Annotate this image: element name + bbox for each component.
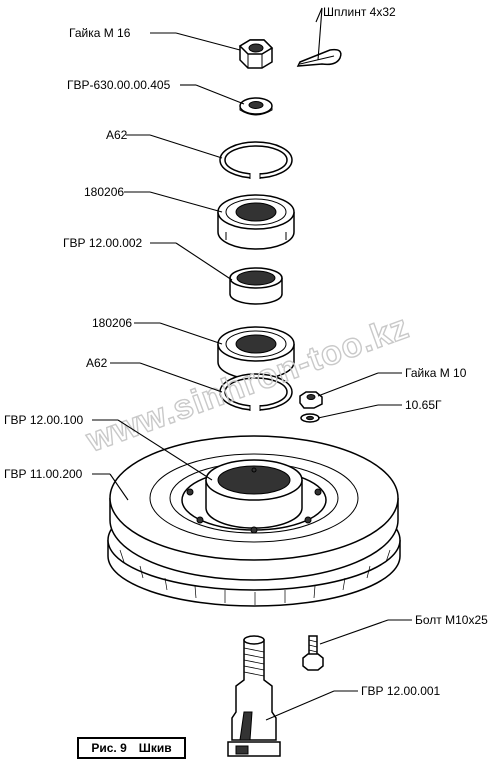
label-ring-a62-bottom: А62: [86, 356, 108, 370]
label-hub-100: ГВР 12.00.100: [4, 413, 84, 427]
label-ring-a62-top: А62: [106, 128, 128, 142]
label-cotter-pin: Шплинт 4х32: [323, 5, 396, 19]
figure-caption: Рис. 9 Шкив: [77, 737, 186, 759]
label-bushing-002: ГВР 12.00.002: [63, 236, 143, 250]
label-nut-m16: Гайка М 16: [69, 26, 131, 40]
figure-number: Рис. 9: [91, 741, 127, 755]
figure-title: Шкив: [138, 741, 172, 755]
bearing-bottom-part: [217, 326, 295, 380]
leader-lines: [92, 7, 412, 721]
washer-405-part: [239, 97, 273, 116]
bushing-002-part: [229, 267, 283, 305]
ring-a62-top-part: [219, 141, 293, 180]
label-axle-001: ГВР 12.00.001: [361, 684, 441, 698]
hub-100-part: [181, 459, 327, 534]
label-bearing-bottom: 180206: [92, 316, 132, 330]
label-washer-65g: 10.65Г: [405, 398, 442, 412]
label-bearing-top: 180206: [84, 185, 124, 199]
cotter-pin-part: [296, 48, 342, 67]
bearing-top-part: [217, 194, 295, 250]
nut-m16-part: [238, 39, 274, 69]
washer-65g-part: [300, 413, 320, 423]
label-pulley-200: ГВР 11.00.200: [4, 467, 83, 481]
label-bolt-m10: Болт М10х25: [415, 613, 488, 627]
nut-m10-part: [299, 391, 323, 409]
axle-001-part: [227, 635, 281, 757]
label-washer-405: ГВР-630.00.00.405: [67, 78, 171, 92]
label-nut-m10: Гайка М 10: [405, 366, 467, 380]
ring-a62-bottom-part: [219, 373, 293, 412]
bolt-m10-part: [302, 635, 324, 671]
